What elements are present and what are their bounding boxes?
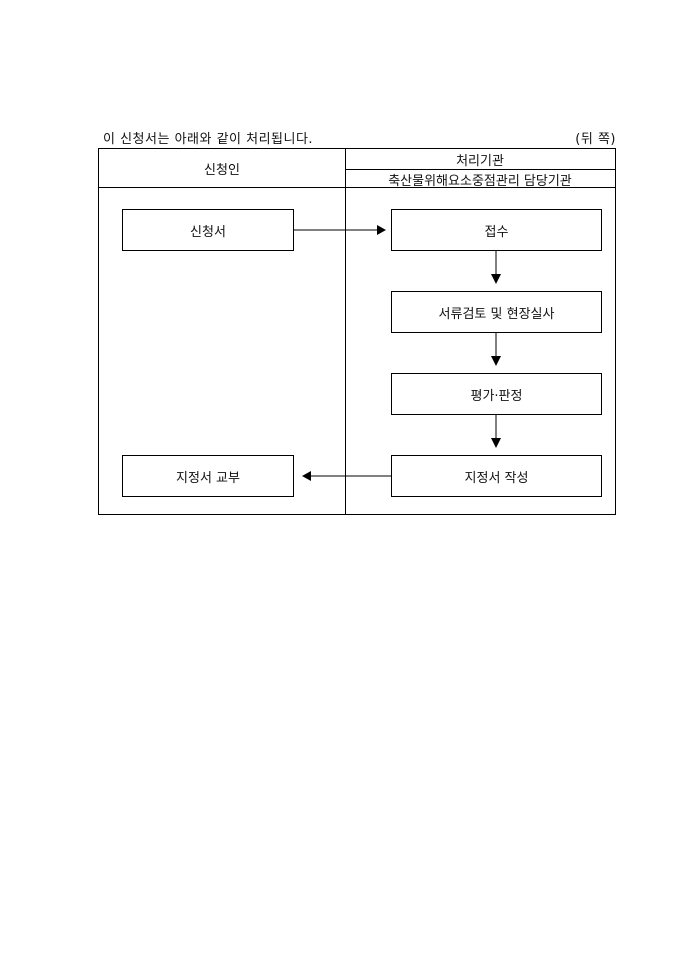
designation-prep-box: 지정서 작성 <box>391 455 602 497</box>
process-flow-table: 신청인 처리기관 축산물위해요소중점관리 담당기관 신청서 접수 서류검토 및 … <box>98 148 616 515</box>
processor-subheader: 축산물위해요소중점관리 담당기관 <box>388 174 572 189</box>
arrowhead-down-3 <box>491 438 501 448</box>
receipt-box: 접수 <box>391 209 602 251</box>
applicant-header: 신청인 <box>204 163 240 178</box>
processor-header: 처리기관 <box>456 154 504 169</box>
column-divider <box>345 149 346 514</box>
arrowhead-down-2 <box>491 356 501 366</box>
flow-arrows <box>294 225 501 481</box>
header-divider <box>99 187 615 188</box>
arrowhead-down-1 <box>491 274 501 284</box>
designation-issue-box: 지정서 교부 <box>122 455 294 497</box>
review-box: 서류검토 및 현장실사 <box>391 291 602 333</box>
caption-left: 이 신청서는 아래와 같이 처리됩니다. <box>103 132 314 147</box>
arrowhead-left <box>302 471 311 481</box>
processor-header-divider <box>345 169 615 170</box>
application-box: 신청서 <box>122 209 294 251</box>
arrowhead-right <box>377 225 386 235</box>
caption-right: (뒤 쪽) <box>575 132 616 147</box>
evaluation-box: 평가·판정 <box>391 373 602 415</box>
